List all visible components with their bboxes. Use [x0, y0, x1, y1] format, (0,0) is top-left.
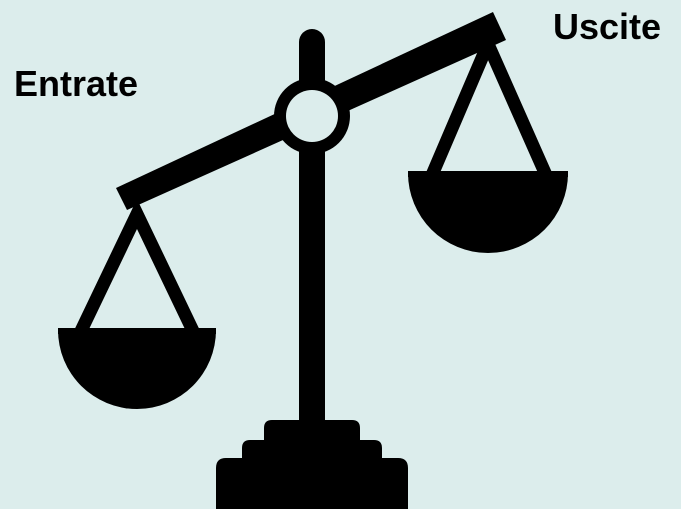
scale-base [216, 420, 408, 509]
left-pan [58, 214, 216, 409]
entrate-label: Entrate [14, 66, 138, 102]
uscite-label: Uscite [553, 9, 661, 45]
right-pan [408, 44, 568, 253]
pivot-ring [274, 78, 350, 154]
